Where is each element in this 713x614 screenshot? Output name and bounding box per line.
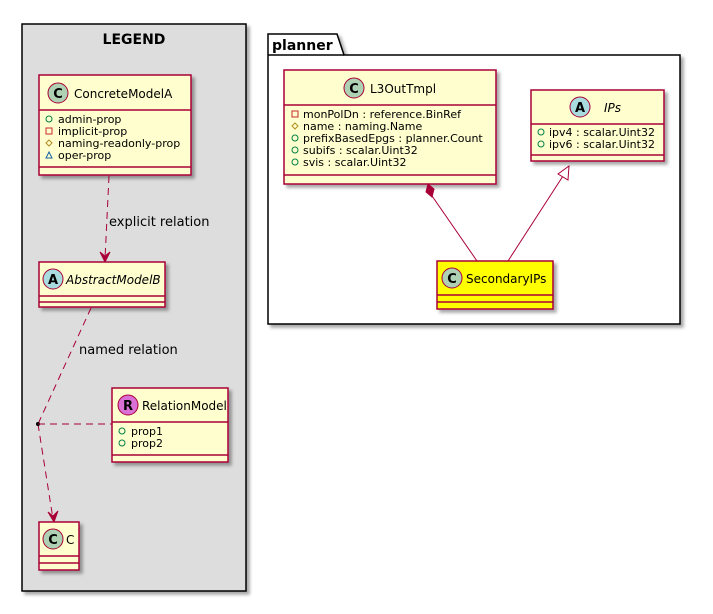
class-name: C [66,533,74,547]
package-name: planner [272,38,333,54]
relation-badge-icon: R [117,394,139,416]
attribute: implicit-prop [58,125,127,138]
visibility-public-icon [291,158,299,166]
attribute: naming-readonly-prop [58,137,180,150]
class-name: SecondaryIPs [466,272,546,286]
attribute: monPolDn : reference.BinRef [303,108,462,121]
relation-label: named relation [79,343,178,358]
svg-text:C: C [48,533,58,548]
abstract-badge-icon: A [42,268,64,290]
attribute: prop1 [131,425,163,438]
class-name: IPs [604,101,621,115]
class-badge-icon: C [441,267,463,289]
class-abstract-model-b[interactable]: A AbstractModelB [38,261,166,308]
attribute: prefixBasedEpgs : planner.Count [303,132,483,145]
explicit-relation-arrow: explicit relation [99,175,209,264]
class-l3out-tmpl[interactable]: C L3OutTmpl monPolDn : reference.BinRef … [283,69,497,185]
visibility-public-icon [45,115,53,123]
class-secondary-ips[interactable]: C SecondaryIPs [436,260,554,310]
svg-text:R: R [123,399,133,414]
named-relation-arrow: named relation [36,307,178,524]
attribute: name : naming.Name [303,120,423,133]
svg-text:C: C [53,87,63,102]
attribute: ipv4 : scalar.Uint32 [549,126,655,139]
class-name: RelationModel [142,399,227,413]
svg-text:A: A [575,101,585,116]
class-concrete-model-a[interactable]: C ConcreteModelA admin-prop implicit-pro… [38,74,192,176]
composition-relation [425,183,478,262]
attribute: svis : scalar.Uint32 [303,156,406,169]
svg-text:A: A [48,273,58,288]
class-c[interactable]: C C [38,521,80,571]
attribute: oper-prop [58,149,111,162]
svg-text:C: C [447,272,457,287]
visibility-public-icon [537,128,545,136]
visibility-private-icon [291,110,299,118]
visibility-public-icon [537,140,545,148]
class-relation-model[interactable]: R RelationModel prop1 prop2 [111,387,229,463]
class-badge-icon: C [343,77,365,99]
visibility-public-icon [118,439,126,447]
visibility-public-icon [291,146,299,154]
svg-text:C: C [349,82,359,97]
visibility-public-icon [118,427,126,435]
visibility-package-icon [45,150,53,159]
attribute: admin-prop [58,113,121,126]
class-ips[interactable]: A IPs ipv4 : scalar.Uint32 ipv6 : scalar… [530,89,665,162]
generalization-relation [507,164,570,262]
attribute: ipv6 : scalar.Uint32 [549,138,655,151]
class-badge-icon: C [47,82,69,104]
attribute: prop2 [131,437,163,450]
class-name: L3OutTmpl [370,82,436,96]
abstract-badge-icon: A [569,96,591,118]
visibility-protected-icon [291,122,299,130]
visibility-private-icon [45,127,53,135]
visibility-public-icon [291,134,299,142]
visibility-protected-icon [45,139,53,147]
class-badge-icon: C [42,528,64,550]
class-name: ConcreteModelA [74,87,173,101]
class-name: AbstractModelB [65,273,161,287]
legend-title: LEGEND [103,32,166,48]
relation-label: explicit relation [109,215,209,230]
attribute: subifs : scalar.Uint32 [303,144,418,157]
